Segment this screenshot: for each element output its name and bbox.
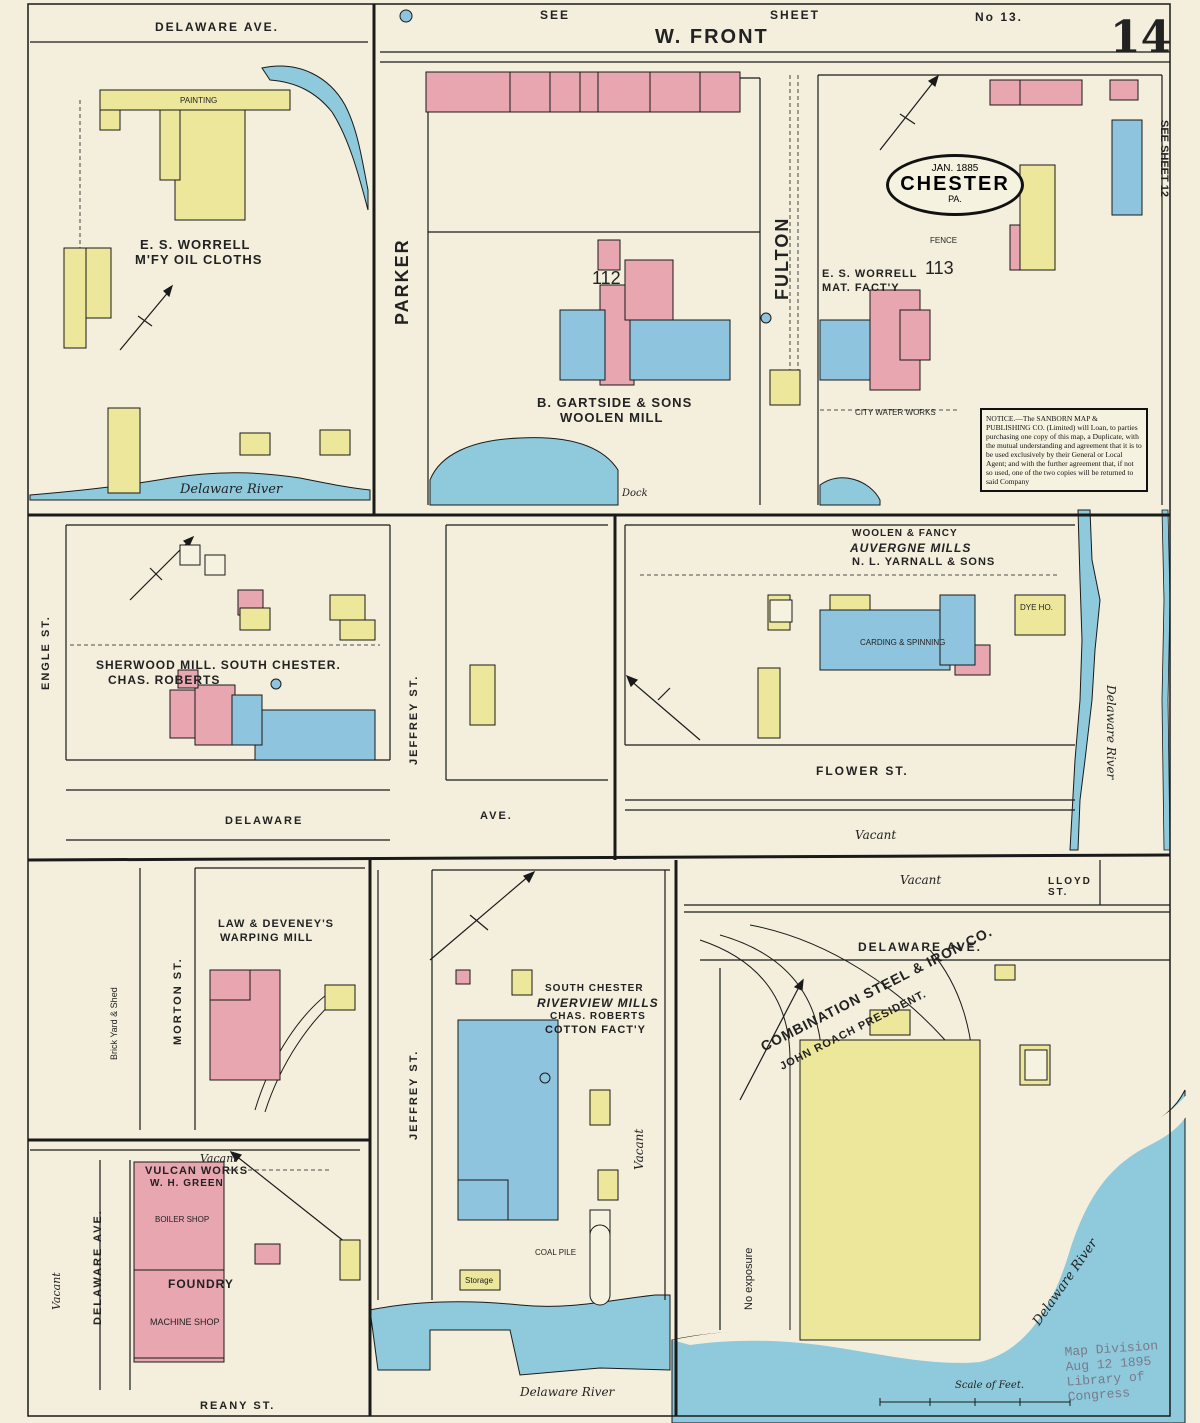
firm-auvergne-1: WOOLEN & FANCY bbox=[852, 528, 958, 539]
firm-sherwood-2: CHAS. ROBERTS bbox=[108, 673, 221, 687]
sheet-number-ref: No 13. bbox=[975, 10, 1024, 24]
block-113: 113 bbox=[925, 258, 954, 278]
street-morton: MORTON ST. bbox=[172, 957, 184, 1045]
firm-gartside-1: B. GARTSIDE & SONS bbox=[537, 395, 693, 410]
firm-worrell-mat-1: E. S. WORRELL bbox=[822, 268, 918, 280]
label-fence: FENCE bbox=[930, 236, 958, 245]
vacant-low-right: Vacant bbox=[900, 873, 942, 887]
street-delaware-ave-low: DELAWARE AVE. bbox=[858, 940, 983, 954]
river-bottom-mid bbox=[369, 1294, 671, 1376]
river-right-edge bbox=[1161, 509, 1171, 851]
label-machine-shop: MACHINE SHOP bbox=[150, 1317, 220, 1327]
vacant-low-left: Vacant bbox=[200, 1152, 238, 1165]
firm-worrell-mat-2: MAT. FACT'Y bbox=[822, 282, 900, 294]
firm-vulcan-2: W. H. GREEN bbox=[150, 1178, 224, 1189]
firm-law-deveney-1: LAW & DEVENEY'S bbox=[218, 918, 335, 930]
dock-label: Dock bbox=[622, 488, 648, 499]
street-w-front: W. FRONT bbox=[655, 26, 769, 48]
label-dye-ho: DYE HO. bbox=[1020, 603, 1053, 612]
library-stamp: Map Division Aug 12 1895 Library of Cong… bbox=[1064, 1335, 1200, 1404]
river-worrell bbox=[819, 477, 881, 506]
street-jeffrey-mid: JEFFREY ST. bbox=[408, 674, 420, 765]
title-cartouche: JAN. 1885 CHESTER PA. bbox=[886, 154, 1024, 216]
firm-riverview-4: COTTON FACT'Y bbox=[545, 1024, 646, 1036]
firm-auvergne-2: AUVERGNE MILLS bbox=[850, 541, 972, 555]
street-flower: FLOWER ST. bbox=[816, 764, 909, 778]
river-right-mid bbox=[1069, 509, 1101, 851]
label-storage: Storage bbox=[465, 1276, 494, 1285]
street-parker: PARKER bbox=[392, 238, 412, 325]
firm-worrell-oil-2: M'FY OIL CLOTHS bbox=[135, 252, 263, 267]
street-delaware-mid: DELAWARE bbox=[225, 815, 304, 827]
street-fulton: FULTON bbox=[772, 216, 792, 300]
creek-top bbox=[261, 65, 369, 211]
see-label: SEE bbox=[540, 8, 571, 22]
label-foundry: FOUNDRY bbox=[168, 1277, 234, 1291]
label-no-exposure: No exposure bbox=[743, 1247, 755, 1310]
firm-riverview-3: CHAS. ROBERTS bbox=[550, 1011, 646, 1022]
firm-law-deveney-2: WARPING MILL bbox=[220, 932, 314, 944]
firm-riverview-2: RIVERVIEW MILLS bbox=[537, 996, 659, 1010]
label-painting: PAINTING bbox=[180, 96, 218, 105]
label-brick-yard: Brick Yard & Shed bbox=[109, 987, 119, 1060]
title-city: CHESTER bbox=[900, 173, 1010, 195]
block-112: 112 bbox=[592, 268, 621, 288]
label-city-water: CITY WATER WORKS bbox=[855, 408, 936, 417]
see-sheet-right: SEE SHEET 12 bbox=[1158, 120, 1170, 198]
firm-gartside-2: WOOLEN MILL bbox=[560, 410, 664, 425]
river-label-top: Delaware River bbox=[180, 482, 283, 497]
street-ave-mid: AVE. bbox=[480, 810, 513, 822]
title-date: JAN. 1885 bbox=[931, 163, 979, 174]
street-delaware-ave-top: DELAWARE AVE. bbox=[155, 20, 280, 34]
vacant-mid-right: Vacant bbox=[855, 828, 897, 842]
title-state: PA. bbox=[948, 194, 962, 204]
firm-vulcan-1: VULCAN WORKS bbox=[145, 1165, 249, 1177]
sheet-label: SHEET bbox=[770, 8, 821, 22]
street-delaware-ave-vert: DELAWARE AVE. bbox=[92, 1209, 104, 1325]
street-jeffrey-low: JEFFREY ST. bbox=[408, 1049, 420, 1140]
street-reany: REANY ST. bbox=[200, 1400, 276, 1412]
river-label-right: Delaware River bbox=[1104, 685, 1118, 780]
scale-label: Scale of Feet. bbox=[955, 1380, 1025, 1391]
street-lloyd: LLOYD ST. bbox=[1048, 876, 1092, 898]
river-gartside bbox=[429, 437, 619, 506]
notice-box: NOTICE.—The SANBORN MAP & PUBLISHING CO.… bbox=[980, 408, 1148, 492]
vacant-low-left-vert: Vacant bbox=[50, 1272, 63, 1310]
firm-worrell-oil-1: E. S. WORRELL bbox=[140, 237, 251, 252]
river-label-bottom: Delaware River bbox=[520, 1385, 615, 1399]
label-carding: CARDING & SPINNING bbox=[860, 638, 946, 647]
firm-riverview-1: SOUTH CHESTER bbox=[545, 983, 644, 994]
street-engle: ENGLE ST. bbox=[40, 615, 52, 690]
label-boiler-shop: BOILER SHOP bbox=[155, 1215, 210, 1224]
sheet-number: 14 bbox=[1110, 12, 1172, 63]
firm-sherwood-1: SHERWOOD MILL. SOUTH CHESTER. bbox=[96, 658, 341, 672]
label-coal-pile: COAL PILE bbox=[535, 1248, 577, 1257]
firm-auvergne-3: N. L. YARNALL & SONS bbox=[852, 556, 996, 568]
vacant-low-mid: Vacant bbox=[632, 1128, 646, 1170]
